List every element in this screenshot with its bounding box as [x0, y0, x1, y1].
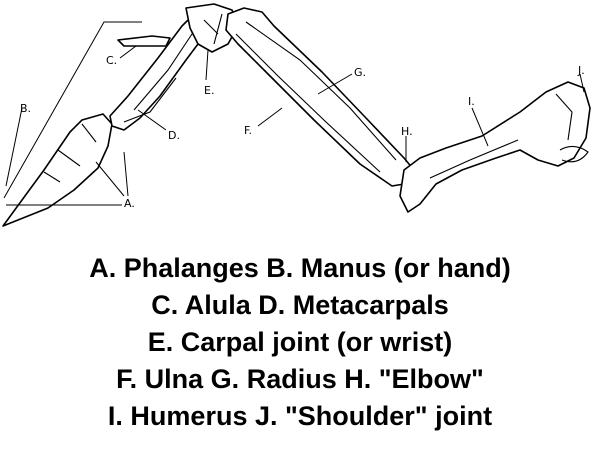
label-c: C.	[106, 54, 117, 67]
label-e: E.	[204, 84, 214, 97]
diagram-labels: A. B. C. D. E. F. G. H. I. J.	[20, 54, 585, 210]
legend-line-2: C. Alula D. Metacarpals	[151, 290, 449, 320]
label-b: B.	[20, 102, 31, 115]
legend-line-5: I. Humerus J. "Shoulder" joint	[107, 401, 493, 431]
label-j: J.	[577, 64, 585, 77]
alula-bone	[117, 35, 171, 47]
legend-line-4: F. Ulna G. Radius H. "Elbow"	[116, 364, 484, 394]
wing-bones	[2, 3, 591, 227]
label-i: I.	[468, 95, 475, 108]
legend-line-1: A. Phalanges B. Manus (or hand)	[89, 253, 511, 283]
radius-ulna-bones	[225, 7, 415, 187]
legend: A. Phalanges B. Manus (or hand) C. Alula…	[0, 250, 600, 435]
leader-lines	[3, 21, 585, 206]
label-d: D.	[168, 129, 180, 142]
label-a: A.	[124, 197, 135, 210]
label-g: G.	[354, 66, 366, 79]
wing-bone-diagram: A. B. C. D. E. F. G. H. I. J.	[2, 3, 591, 227]
legend-line-3: E. Carpal joint (or wrist)	[147, 327, 453, 357]
shoulder-joint	[559, 145, 589, 163]
humerus-bone	[399, 81, 591, 213]
label-h: H.	[401, 125, 413, 138]
label-f: F.	[244, 124, 252, 137]
